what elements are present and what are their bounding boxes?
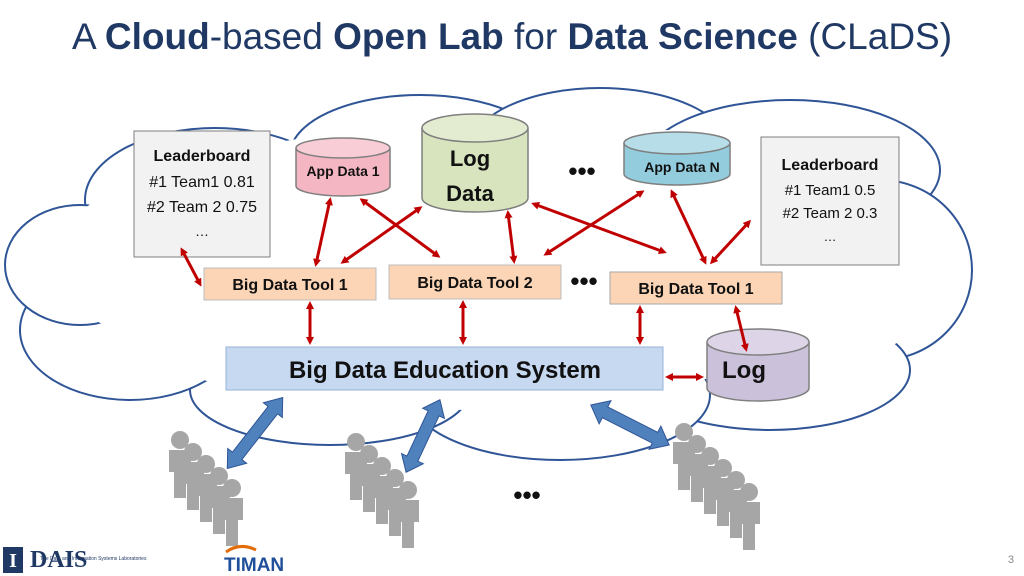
arrow-appdatan-tool2 [543,190,645,256]
blue-arrows [226,396,670,473]
log-label: Log [722,357,766,384]
app-data-n-label: App Data N [644,159,719,175]
blue-arrow-middle [400,399,446,473]
person-icon [738,483,760,550]
leaderboard-left-row: … [195,223,209,239]
ellipsis-tools: ••• [570,266,597,296]
timan-logo-text: TIMAN [224,555,284,576]
arrow-tool1-logdata [340,206,423,264]
ellipsis-top: ••• [568,156,595,186]
log-cylinder: Log [706,328,810,402]
app-data-1-cylinder: App Data 1 [295,137,391,197]
ellipsis-bottom: ••• [513,480,540,510]
arrow-leaderboard-right-tool1r [709,219,752,265]
svg-text:I: I [9,550,17,572]
blue-arrow-left [226,396,284,470]
person-icon [221,479,243,546]
log-data-label: Data [446,181,494,206]
big-data-tool-1-left: Big Data Tool 1 [203,267,377,301]
people-group-left [169,431,243,546]
timan-logo: TIMAN [224,545,284,576]
dais-logo: I DAIS The Data and Information Systems … [3,547,147,573]
leaderboard-right-row: #2 Team 2 0.3 [783,205,878,222]
arrow-tool1r-log [733,305,749,352]
people-group-middle [345,433,419,548]
big-data-tool-1-right: Big Data Tool 1 [609,271,783,305]
red-arrows [180,189,752,381]
education-system-label: Big Data Education System [289,357,601,384]
page-number: 3 [1007,554,1014,566]
dais-logo-subtext: The Data and Information Systems Laborat… [40,556,147,562]
leaderboard-right-row: … [824,229,837,244]
tool-label: Big Data Tool 1 [638,281,753,298]
leaderboard-right: Leaderboard #1 Team1 0.5 #2 Team 2 0.3 … [760,136,900,266]
blue-arrow-right [590,399,670,451]
arrow-leaderboard-tool1 [180,247,202,287]
leaderboard-left-row: #2 Team 2 0.75 [147,199,257,216]
leaderboard-left: Leaderboard #1 Team1 0.81 #2 Team 2 0.75… [133,130,271,258]
slide-title: A Cloud-based Open Lab for Data Science … [71,16,953,57]
arrow-logdata-tool2 [504,210,518,264]
education-system-box: Big Data Education System [225,346,664,391]
people-group-right [673,423,760,550]
person-icon [397,481,419,548]
arrow-tool1-appdata1 [313,197,333,267]
leaderboard-right-row: #1 Team1 0.5 [785,182,876,199]
tool-label: Big Data Tool 2 [417,275,532,292]
log-data-cylinder: Log Data [421,113,529,213]
app-data-1-label: App Data 1 [306,163,379,179]
tool-label: Big Data Tool 1 [232,277,347,294]
dais-logo-text: DAIS [30,547,87,573]
leaderboard-left-title: Leaderboard [154,148,251,165]
log-data-label: Log [450,146,490,171]
leaderboard-left-row: #1 Team1 0.81 [149,174,255,191]
arrow-appdatan-tool1r [670,189,707,265]
app-data-n-cylinder: App Data N [623,131,731,186]
big-data-tool-2: Big Data Tool 2 [388,264,562,300]
leaderboard-right-title: Leaderboard [782,157,879,174]
